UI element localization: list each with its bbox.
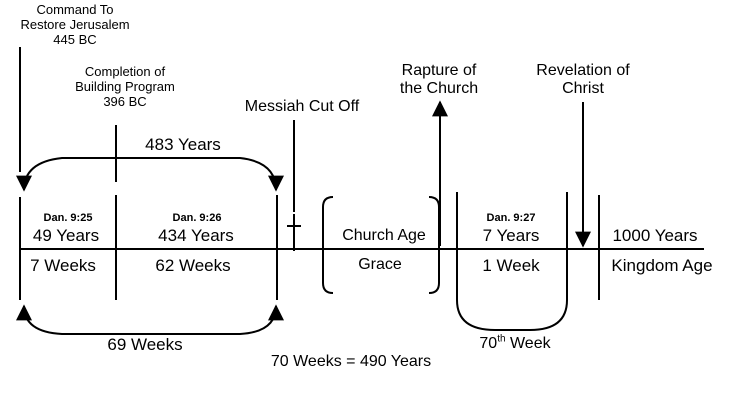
revelation-label: Revelation of Christ (536, 62, 629, 99)
years-483-arc (16, 157, 284, 192)
years-7-label: 7 Years (482, 226, 540, 245)
command-label: Command To Restore Jerusalem 445 BC (20, 2, 130, 48)
completion-label: Completion of Building Program 396 BC (75, 64, 175, 110)
seventieth-number: 70 (479, 335, 498, 352)
command-line-2: Restore Jerusalem (20, 16, 130, 32)
kingdom-age-label: Kingdom Age (611, 256, 713, 275)
total-label: 70 Weeks = 490 Years (270, 353, 432, 370)
completion-line-3: 396 BC (103, 93, 147, 109)
completion-line-1: Completion of (84, 64, 166, 79)
weeks-69-label: 69 Weeks (107, 335, 183, 354)
dan-927-ref: Dan. 9:27 (486, 212, 536, 224)
messiah-label: Messiah Cut Off (244, 98, 360, 115)
church-age-label: Church Age (342, 227, 426, 244)
revelation-line-2: Christ (562, 80, 604, 98)
church-age-left-bracket (322, 196, 334, 294)
command-line-1: Command To (36, 2, 114, 17)
weeks-62-label: 62 Weeks (155, 256, 231, 275)
grace-label: Grace (358, 256, 402, 273)
seventieth-suffix: th (497, 333, 506, 345)
rapture-line-1: Rapture of (401, 62, 477, 79)
completion-line-2: Building Program (75, 78, 175, 94)
weeks-69-arc (16, 304, 284, 335)
church-age-right-bracket (428, 196, 440, 294)
seventieth-week-label: 70th Week (479, 333, 551, 353)
week-1-label: 1 Week (482, 256, 540, 275)
years-49-label: 49 Years (32, 226, 100, 245)
revelation-line-1: Revelation of (536, 62, 630, 79)
years-483-label: 483 Years (145, 135, 221, 154)
dan-925-ref: Dan. 9:25 (43, 212, 93, 224)
rapture-line-2: the Church (399, 80, 479, 98)
years-1000-label: 1000 Years (612, 226, 698, 245)
dan-926-ref: Dan. 9:26 (172, 212, 222, 224)
years-434-label: 434 Years (158, 226, 234, 245)
rapture-label: Rapture of the Church (400, 62, 478, 99)
seventieth-week-bracket (456, 192, 568, 331)
seventieth-word: Week (509, 335, 551, 352)
weeks-7-label: 7 Weeks (30, 256, 96, 275)
command-line-3: 445 BC (53, 31, 97, 47)
